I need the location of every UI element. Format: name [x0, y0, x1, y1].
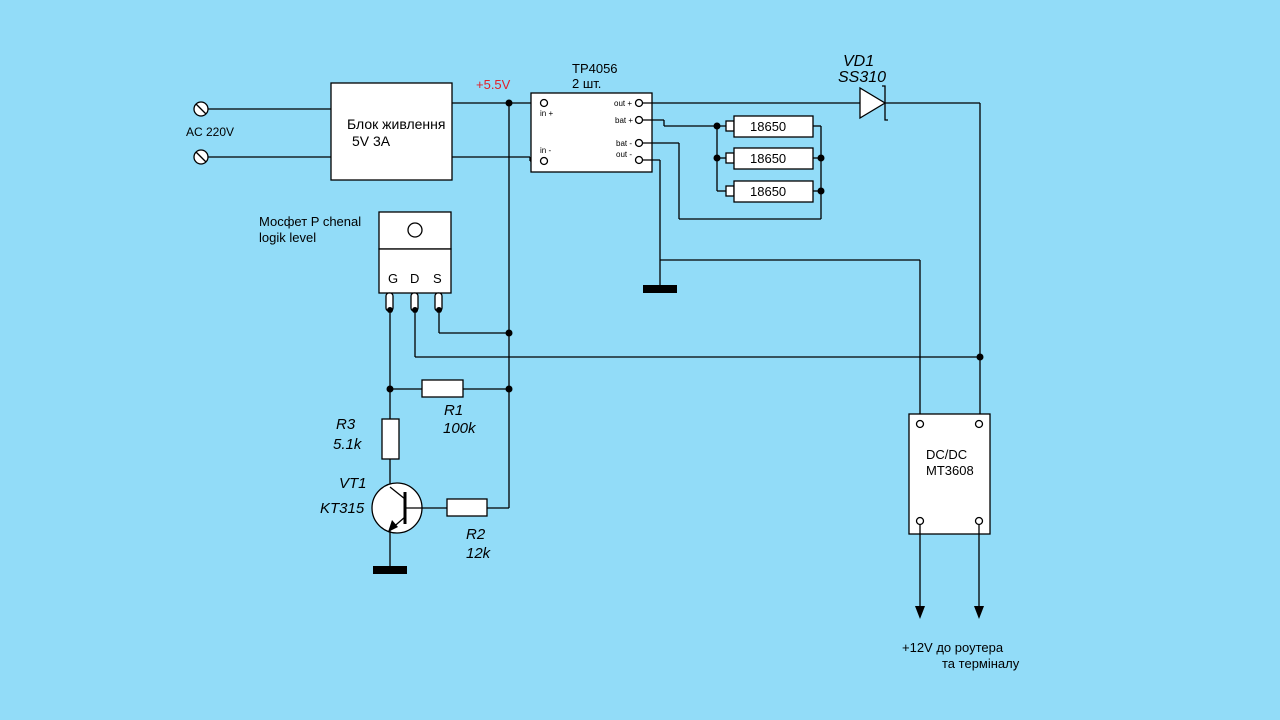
diode-vd1: VD1 SS310	[838, 53, 980, 121]
battery-junction-1	[713, 122, 721, 130]
tp4056-in-minus-terminal	[539, 156, 549, 166]
battery-2-label: 18650	[750, 151, 786, 166]
dcdc-in-plus-terminal	[974, 419, 984, 429]
dcdc-title: DC/DC	[926, 447, 967, 462]
battery-junction-3	[817, 154, 825, 162]
mosfet-pin-d: D	[410, 271, 419, 286]
battery-3-label: 18650	[750, 184, 786, 199]
diode-ref: VD1	[843, 53, 874, 70]
tp4056-out-minus-label: out -	[616, 150, 632, 159]
mosfet-label-2: logik level	[259, 230, 316, 245]
mosfet-body	[378, 248, 452, 294]
output-label-2: та терміналу	[942, 656, 1020, 671]
tp4056-out-plus-terminal	[634, 98, 644, 108]
battery-2-cap	[725, 152, 735, 164]
vt1-ref: VT1	[339, 475, 367, 492]
diode-symbol	[859, 86, 887, 120]
tp4056-out-minus-terminal	[634, 155, 644, 165]
r2-value: 12k	[466, 545, 492, 562]
r2-body	[446, 498, 488, 517]
ground-symbol-bottom	[373, 566, 407, 574]
mosfet-pad-d	[412, 307, 418, 313]
r1-ref: R1	[444, 402, 463, 419]
battery-junction-4	[817, 187, 825, 195]
resistor-r2: R2 12k	[446, 498, 509, 562]
psu-block: Блок живлення 5V 3A	[330, 82, 453, 181]
r1-body	[421, 379, 464, 398]
tp4056-in-minus-label: in -	[540, 146, 551, 155]
dcdc-out-plus-terminal	[974, 516, 984, 526]
tp4056-module: TP4056 2 шт. in + in - out + bat + bat -…	[530, 61, 653, 173]
tp4056-out-plus-label: out +	[614, 99, 632, 108]
output-arrow-minus	[915, 606, 925, 619]
r3-body	[381, 418, 400, 460]
mosfet-mount-hole	[407, 222, 423, 238]
battery-1-label: 18650	[750, 119, 786, 134]
r2-ref: R2	[466, 526, 486, 543]
dcdc-box	[908, 413, 991, 535]
rail-junction-top	[505, 99, 513, 107]
resistor-r3: R3 5.1k	[333, 416, 400, 484]
tp4056-bat-minus-label: bat -	[616, 139, 632, 148]
mosfet-pad-s	[436, 307, 442, 313]
mosfet-pin-g: G	[388, 271, 398, 286]
ground-symbol-top	[643, 285, 677, 293]
tp4056-box	[530, 92, 653, 173]
ac-input: AC 220V	[186, 101, 331, 165]
tp4056-qty: 2 шт.	[572, 76, 601, 91]
psu-rating: 5V 3A	[352, 133, 391, 149]
battery-pack: 18650 18650 18650	[713, 115, 825, 219]
psu-box	[330, 82, 453, 181]
mosfet-pin-s: S	[433, 271, 442, 286]
tp4056-in-plus-terminal	[539, 98, 549, 108]
r1-value: 100k	[443, 420, 477, 437]
r3-ref: R3	[336, 416, 356, 433]
resistor-r1: R1 100k	[390, 379, 509, 437]
tp4056-bat-minus-terminal	[634, 138, 644, 148]
output-label-1: +12V до роутера	[902, 640, 1004, 655]
battery-1-cap	[725, 120, 735, 132]
tp4056-bat-plus-terminal	[634, 115, 644, 125]
dcdc-part: MT3608	[926, 463, 974, 478]
battery-3-cap	[725, 185, 735, 197]
tp4056-name: TP4056	[572, 61, 618, 76]
ac-label: AC 220V	[186, 125, 234, 139]
vt1-part: KT315	[320, 500, 365, 517]
rail-voltage-label: +5.5V	[476, 77, 511, 92]
psu-title: Блок живлення	[347, 116, 445, 132]
dcdc-in-minus-terminal	[915, 419, 925, 429]
dcdc-module: DC/DC MT3608	[908, 413, 991, 619]
dcdc-out-minus-terminal	[915, 516, 925, 526]
mosfet-label-1: Мосфет P chenal	[259, 214, 361, 229]
mosfet: Мосфет P chenal logik level G D S	[259, 211, 452, 313]
diode-part: SS310	[838, 69, 886, 86]
tp4056-bat-plus-label: bat +	[615, 116, 633, 125]
transistor-vt1: VT1 KT315	[320, 475, 447, 574]
r3-value: 5.1k	[333, 436, 363, 453]
tp4056-in-plus-label: in +	[540, 109, 553, 118]
vt1-emitter-arrow	[388, 520, 398, 532]
output-arrow-plus	[974, 606, 984, 619]
mosfet-pad-g	[387, 307, 393, 313]
